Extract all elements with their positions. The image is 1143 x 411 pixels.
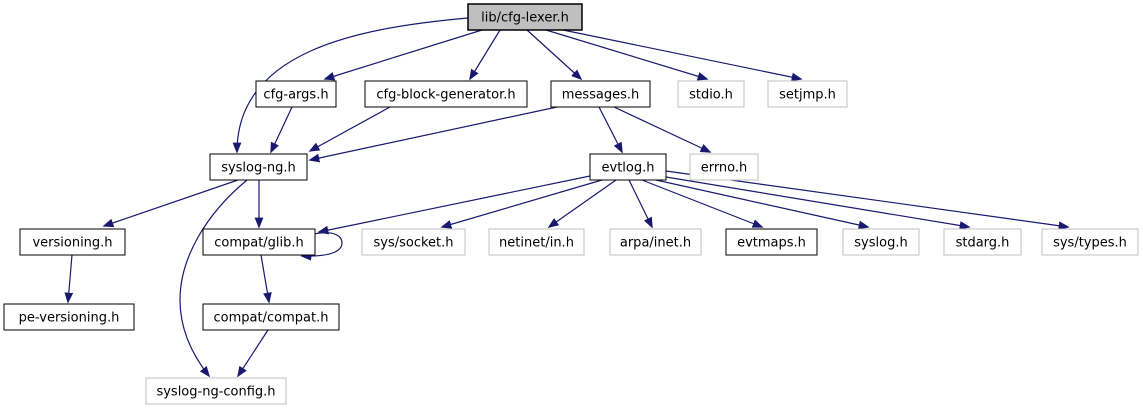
edge-cfg-block-generator-to-syslog-ng — [308, 106, 391, 152]
node-syslog-ng[interactable]: syslog-ng.h — [209, 153, 308, 181]
node-netinet-in: netinet/in.h — [488, 228, 585, 256]
node-box — [3, 303, 135, 331]
node-label: errno.h — [701, 161, 748, 176]
node-compat-compat[interactable]: compat/compat.h — [202, 303, 340, 331]
edge-cfg-lexer-to-cfg-args — [323, 29, 483, 81]
edge-syslog-ng-to-syslog-ng-config — [179, 179, 248, 378]
edge-evtlog-to-stdarg — [665, 176, 971, 230]
node-box — [943, 228, 1022, 256]
node-label: compat/glib.h — [214, 236, 304, 251]
edge-cfg-lexer-to-messages — [526, 29, 583, 81]
node-label: syslog.h — [854, 236, 907, 251]
node-box — [842, 228, 920, 256]
node-label: lib/cfg-lexer.h — [481, 11, 569, 26]
edge-cfg-lexer-to-stdio — [545, 29, 709, 81]
edge-evtlog-to-arpa-inet — [628, 179, 653, 229]
edge-cfg-lexer-to-syslog-ng — [232, 17, 469, 154]
node-box — [609, 228, 702, 256]
node-syslog: syslog.h — [842, 228, 920, 256]
node-compat-glib[interactable]: compat/glib.h — [202, 228, 316, 256]
node-box — [677, 80, 745, 108]
node-cfg-args[interactable]: cfg-args.h — [255, 80, 337, 108]
node-messages[interactable]: messages.h — [550, 80, 651, 108]
node-box — [589, 153, 667, 181]
node-sys-types: sys/types.h — [1041, 228, 1139, 256]
node-label: evtlog.h — [602, 161, 655, 176]
edge-compat-compat-to-syslog-ng-config — [237, 329, 269, 378]
edge-cfg-lexer-to-setjmp — [562, 29, 803, 82]
node-label: messages.h — [562, 88, 640, 103]
node-label: sys/socket.h — [373, 236, 453, 251]
node-box — [209, 153, 308, 181]
node-box — [1041, 228, 1139, 256]
node-evtlog[interactable]: evtlog.h — [589, 153, 667, 181]
edge-messages-to-errno — [613, 106, 712, 153]
node-cfg-block-generator[interactable]: cfg-block-generator.h — [364, 80, 528, 108]
node-box — [725, 228, 818, 256]
edge-evtlog-to-sys-socket — [440, 179, 603, 229]
node-stdio: stdio.h — [677, 80, 745, 108]
node-sys-socket: sys/socket.h — [361, 228, 466, 256]
edge-compat-glib-to-compat-compat — [260, 254, 272, 304]
node-evtmaps[interactable]: evtmaps.h — [725, 228, 818, 256]
node-label: evtmaps.h — [737, 236, 806, 251]
node-box — [689, 153, 759, 181]
node-arpa-inet: arpa/inet.h — [609, 228, 702, 256]
node-label: syslog-ng-config.h — [156, 385, 275, 400]
edge-layer — [64, 17, 1070, 378]
node-label: cfg-block-generator.h — [376, 88, 515, 103]
node-label: syslog-ng.h — [221, 161, 296, 176]
node-box — [202, 303, 340, 331]
node-stdarg: stdarg.h — [943, 228, 1022, 256]
node-box — [19, 228, 126, 256]
node-box — [767, 80, 848, 108]
edge-syslog-ng-to-versioning — [102, 179, 239, 228]
node-label: setjmp.h — [779, 88, 836, 103]
edge-cfg-lexer-to-cfg-block-generator — [469, 29, 501, 81]
node-box — [145, 377, 287, 405]
node-box — [467, 3, 583, 31]
node-box — [550, 80, 651, 108]
node-pe-versioning[interactable]: pe-versioning.h — [3, 303, 135, 331]
node-syslog-ng-config: syslog-ng-config.h — [145, 377, 287, 405]
edge-evtlog-to-evtmaps — [641, 179, 764, 228]
edge-versioning-to-pe-versioning — [64, 254, 74, 304]
edge-evtlog-to-syslog — [655, 179, 870, 230]
edge-evtlog-to-netinet-in — [547, 179, 617, 228]
edge-messages-to-syslog-ng — [308, 106, 558, 163]
edge-cfg-args-to-syslog-ng — [270, 106, 293, 154]
node-label: versioning.h — [32, 236, 112, 251]
node-label: arpa/inet.h — [620, 236, 691, 251]
node-box — [488, 228, 585, 256]
node-box — [364, 80, 528, 108]
edge-messages-to-evtlog — [598, 106, 623, 154]
node-label: stdio.h — [689, 88, 733, 103]
node-label: netinet/in.h — [499, 236, 574, 251]
edge-evtlog-to-compat-glib — [317, 175, 591, 235]
node-setjmp: setjmp.h — [767, 80, 848, 108]
node-label: cfg-args.h — [263, 88, 328, 103]
node-label: stdarg.h — [956, 236, 1010, 251]
node-label: sys/types.h — [1053, 236, 1127, 251]
node-lib-cfg-lexer: lib/cfg-lexer.h — [467, 3, 583, 31]
node-box — [361, 228, 466, 256]
node-label: pe-versioning.h — [19, 311, 120, 326]
node-box — [202, 228, 316, 256]
node-label: compat/compat.h — [214, 311, 329, 326]
node-errno: errno.h — [689, 153, 759, 181]
node-versioning[interactable]: versioning.h — [19, 228, 126, 256]
node-box — [255, 80, 337, 108]
